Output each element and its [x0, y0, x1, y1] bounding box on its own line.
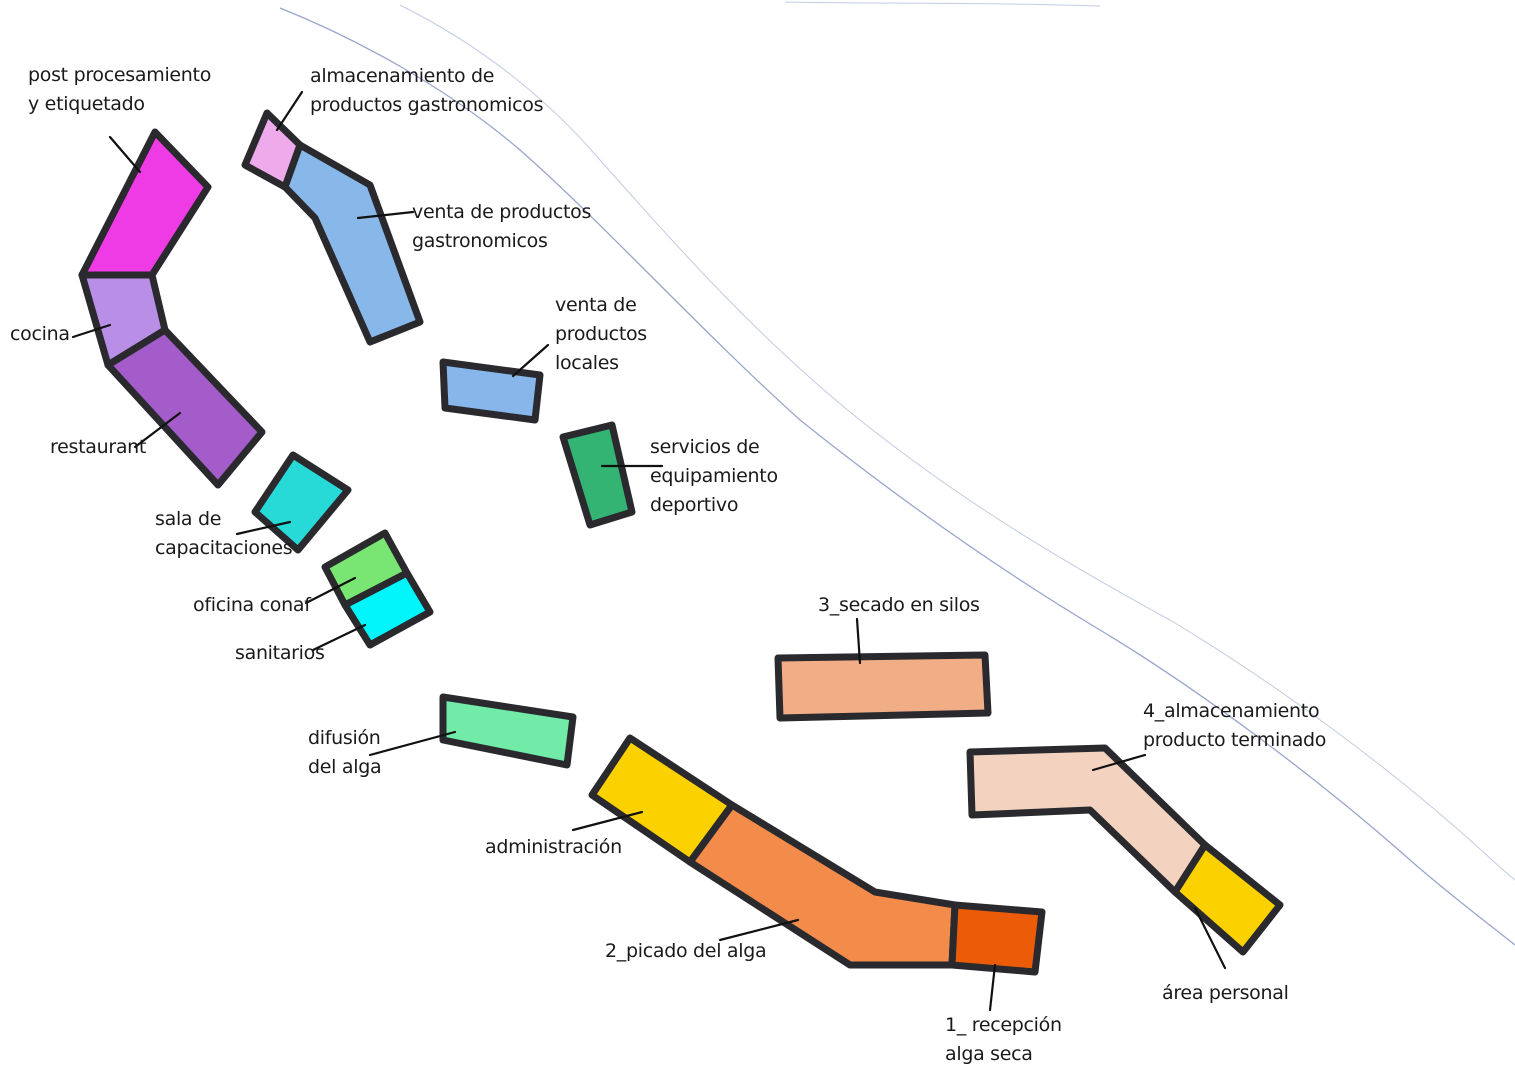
- block-area-personal: [1171, 841, 1284, 956]
- leader-secado: [855, 617, 862, 665]
- label-servicios-deportivo: servicios de equipamiento deportivo: [650, 436, 778, 516]
- label-oficina-conaf: oficina conaf: [193, 594, 311, 616]
- leader-oficina-conaf: [304, 576, 357, 605]
- label-venta-gastronomicos: venta de productos gastronomicos: [412, 201, 592, 252]
- leader-post-procesamiento: [108, 135, 142, 174]
- leader-sanitarios: [311, 623, 367, 652]
- block-post-procesamiento: [78, 128, 212, 279]
- block-servicios-deportivo: [559, 421, 636, 529]
- leader-recepcion: [988, 963, 997, 1012]
- block-recepcion: [948, 901, 1046, 976]
- label-almacenamiento-gastronomicos: almacenamiento de productos gastronomico…: [310, 65, 544, 116]
- leader-venta-gastronomicos: [356, 210, 415, 220]
- label-administracion: administración: [485, 836, 622, 858]
- block-difusion: [439, 693, 577, 769]
- leader-almacenamiento-terminado: [1091, 753, 1147, 772]
- leader-sala-capacitaciones: [235, 520, 292, 536]
- label-secado: 3_secado en silos: [818, 594, 980, 616]
- leader-difusion: [368, 730, 457, 757]
- block-secado: [774, 651, 992, 722]
- leader-venta-locales: [511, 343, 550, 378]
- leader-almacenamiento-gastronomicos: [275, 90, 304, 132]
- block-almacenamiento-terminado: [966, 744, 1209, 896]
- label-post-procesamiento: post procesamiento y etiquetado: [28, 64, 212, 115]
- label-recepcion: 1_ recepción alga seca: [945, 1014, 1062, 1065]
- shoreline-lines: [279, 1, 1515, 946]
- label-cocina: cocina: [10, 323, 70, 345]
- label-picado: 2_picado del alga: [605, 940, 767, 962]
- leader-lines: [71, 90, 1227, 1012]
- block-venta-gastronomicos: [281, 141, 424, 346]
- leader-picado: [718, 918, 800, 942]
- leader-administracion: [571, 810, 644, 832]
- building-blocks: [78, 109, 1284, 976]
- block-sala-capacitaciones: [251, 451, 352, 554]
- block-sanitarios: [341, 569, 434, 649]
- label-difusion: difusión del alga: [308, 727, 382, 778]
- block-restaurant: [104, 326, 266, 489]
- label-sala-capacitaciones: sala de capacitaciones: [155, 508, 293, 559]
- label-restaurant: restaurant: [50, 436, 147, 458]
- label-venta-locales: venta de productos locales: [555, 294, 647, 374]
- label-area-personal: área personal: [1162, 982, 1289, 1004]
- label-sanitarios: sanitarios: [235, 642, 325, 664]
- leader-area-personal: [1193, 906, 1227, 970]
- leader-cocina: [71, 323, 112, 339]
- block-venta-locales: [439, 358, 544, 424]
- leader-restaurant: [133, 411, 182, 449]
- label-almacenamiento-terminado: 4_almacenamiento producto terminado: [1143, 700, 1327, 751]
